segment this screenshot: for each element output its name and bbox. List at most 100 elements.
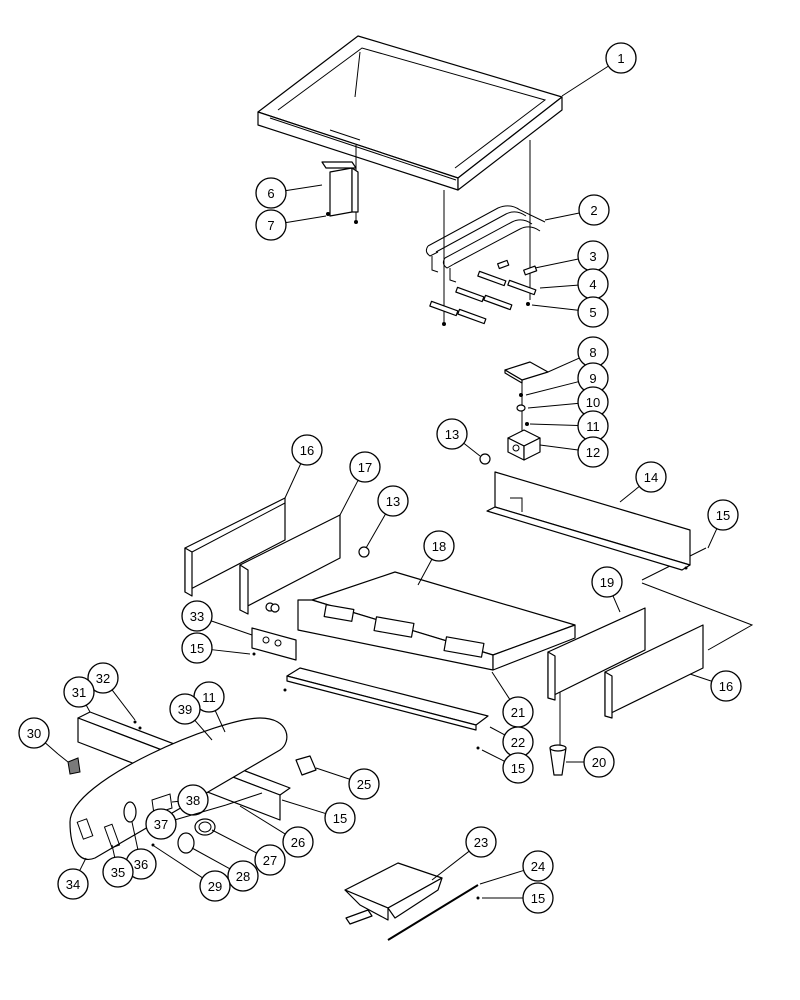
callout-number: 15: [716, 508, 730, 523]
back-panel: [486, 471, 691, 571]
leader-line: [365, 513, 386, 549]
leader-line: [285, 184, 323, 192]
callout-balloon: [324, 802, 356, 834]
callout-balloon: [254, 844, 286, 876]
leader-line: [191, 847, 231, 870]
callout-number: 33: [190, 609, 204, 624]
callout-balloon: [291, 434, 323, 466]
leader-line: [111, 689, 136, 721]
leader-line: [175, 804, 227, 821]
callout-balloon: [436, 418, 468, 450]
leader-line: [547, 357, 580, 373]
callout-number: 15: [333, 811, 347, 826]
callout-number: 35: [111, 865, 125, 880]
callout-number: 18: [432, 539, 446, 554]
callout-number: 25: [357, 777, 371, 792]
callout-number: 34: [66, 877, 80, 892]
leader-line: [689, 673, 712, 682]
callout-c32: 32: [87, 662, 136, 721]
control-components: [57, 753, 317, 854]
callout-number: 15: [511, 761, 525, 776]
leader-line: [194, 719, 213, 741]
callout-number: 10: [586, 395, 600, 410]
callout-c1: 1: [561, 42, 637, 97]
callout-c31: 31: [63, 676, 95, 713]
callout-balloon: [102, 856, 134, 888]
callout-number: 1: [617, 51, 624, 66]
leader-line: [619, 486, 640, 503]
callout-balloon: [707, 499, 739, 531]
callout-number: 20: [592, 755, 606, 770]
leader-line: [211, 649, 251, 655]
callout-balloon: [255, 209, 287, 241]
adjustable-foot: [549, 744, 567, 776]
callout-c9: 9: [525, 362, 609, 396]
callout-number: 3: [589, 249, 596, 264]
callout-number: 21: [511, 705, 525, 720]
leader-line: [285, 215, 327, 224]
leader-line: [489, 726, 506, 736]
callout-number: 16: [300, 443, 314, 458]
callout-c15b: 15: [181, 632, 251, 664]
callout-c28: 28: [191, 847, 259, 892]
leader-line: [211, 829, 257, 854]
leader-line: [239, 805, 286, 835]
callout-number: 13: [445, 427, 459, 442]
callout-c20: 20: [566, 746, 615, 778]
callout-c33: 33: [181, 600, 253, 636]
callout-c30: 30: [18, 717, 59, 755]
leader-line: [153, 845, 203, 879]
callout-c13a: 13: [436, 418, 481, 457]
callout-number: 11: [202, 690, 216, 705]
callout-c6: 6: [255, 177, 323, 209]
callout-balloon: [63, 676, 95, 708]
callout-c26: 26: [239, 805, 314, 858]
bracket-part-6: [321, 161, 359, 224]
callout-c29: 29: [153, 845, 231, 902]
callout-balloon: [227, 860, 259, 892]
callout-balloon: [577, 436, 609, 468]
callout-balloon: [583, 746, 615, 778]
callout-c15a: 15: [707, 499, 739, 549]
callout-number: 13: [386, 494, 400, 509]
callout-number: 4: [589, 277, 596, 292]
leader-line: [463, 442, 481, 457]
callout-c11b: 11: [193, 681, 226, 733]
callout-balloon: [199, 870, 231, 902]
callout-number: 17: [358, 460, 372, 475]
callout-balloon: [181, 632, 213, 664]
callout-balloon: [57, 868, 89, 900]
callout-c17: 17: [339, 451, 381, 516]
callout-number: 22: [511, 735, 525, 750]
leader-line: [79, 857, 87, 871]
callout-c19: 19: [591, 566, 623, 613]
callout-balloon: [522, 850, 554, 882]
callout-balloon: [348, 768, 380, 800]
leader-line: [315, 767, 350, 780]
callout-balloon: [710, 670, 742, 702]
callout-c13b: 13: [365, 485, 409, 549]
leader-line: [131, 821, 139, 850]
leader-line: [527, 402, 579, 409]
callout-balloon: [18, 717, 50, 749]
callout-balloon: [181, 600, 213, 632]
callout-number: 38: [186, 793, 200, 808]
callout-number: 36: [134, 857, 148, 872]
callout-balloon: [349, 451, 381, 483]
callout-number: 19: [600, 575, 614, 590]
callout-c12: 12: [539, 436, 609, 468]
callout-number: 30: [27, 726, 41, 741]
callout-balloon: [635, 461, 667, 493]
leader-line: [111, 844, 116, 858]
leader-line: [339, 480, 359, 516]
callout-number: 5: [589, 305, 596, 320]
right-outer-panel: [604, 624, 704, 719]
callout-balloon: [465, 826, 497, 858]
callout-balloon: [605, 42, 637, 74]
callout-c23: 23: [431, 826, 497, 881]
callout-balloon: [87, 662, 119, 694]
callout-c39: 39: [169, 693, 213, 741]
callout-c18: 18: [417, 530, 455, 586]
callout-c7: 7: [255, 209, 327, 241]
